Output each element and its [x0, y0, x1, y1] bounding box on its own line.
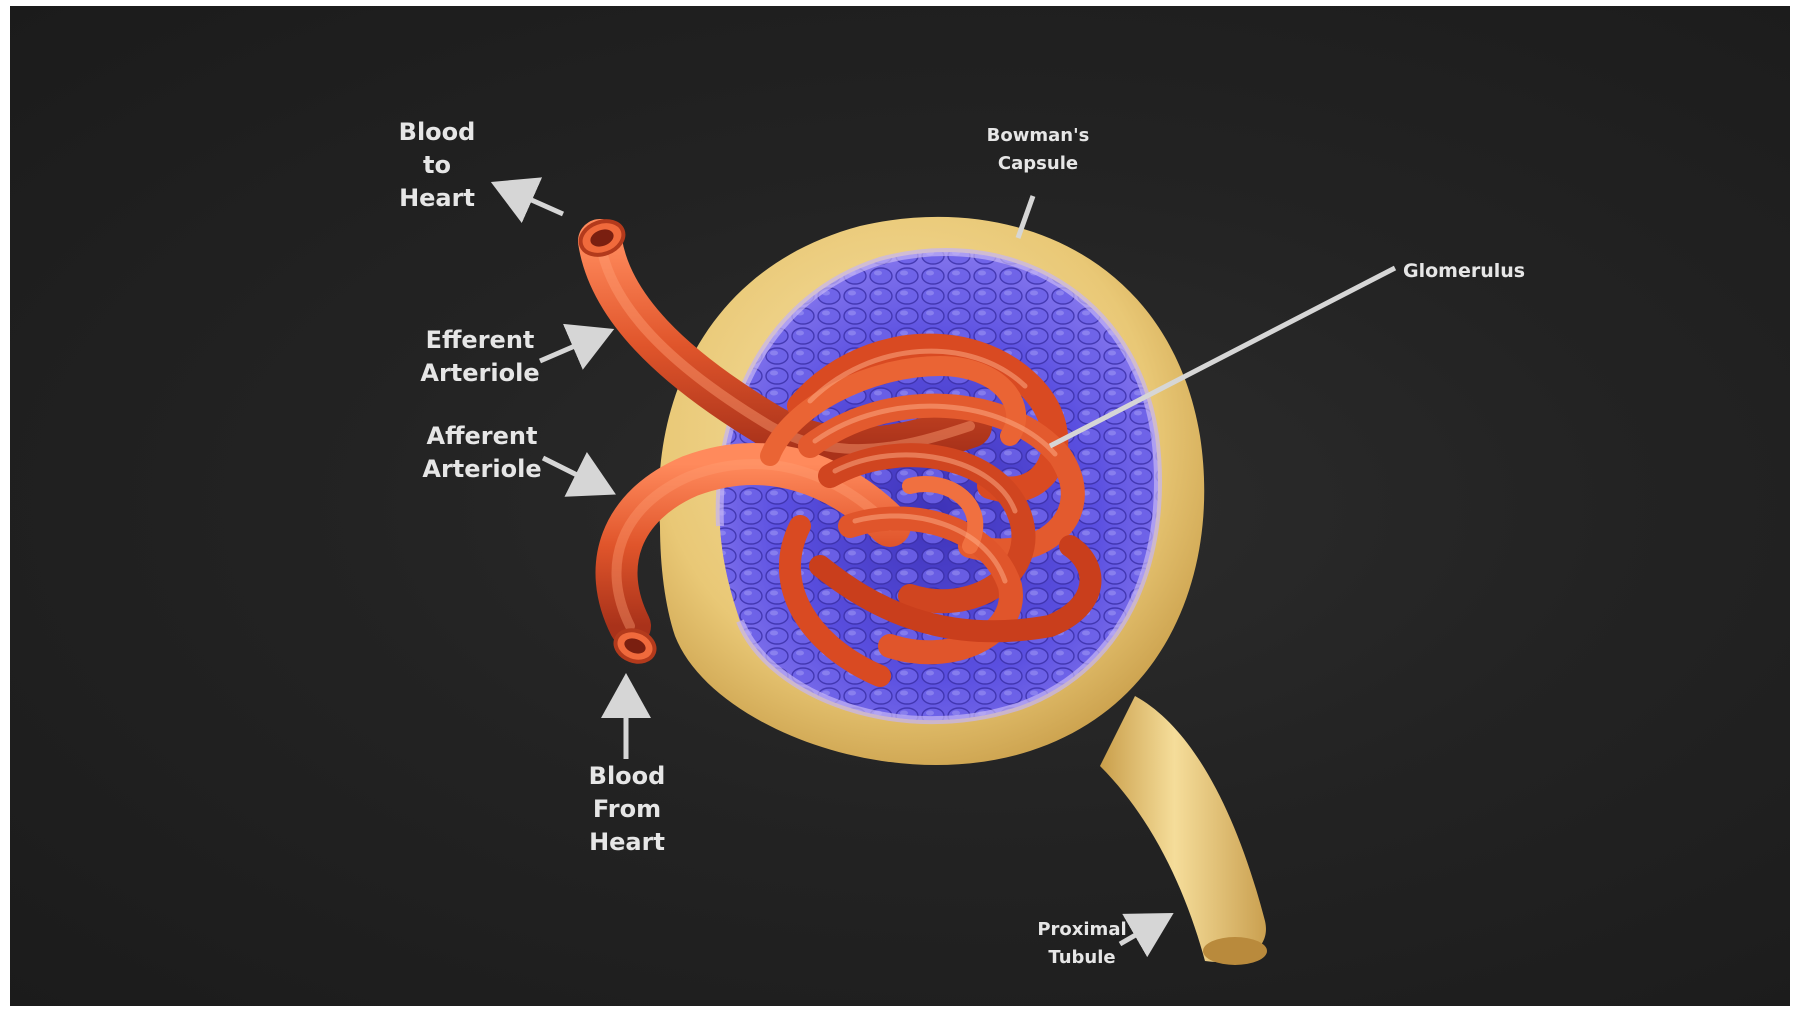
label-efferent-arteriole: Efferent Arteriole	[405, 324, 555, 390]
label-proximal-tubule: Proximal Tubule	[1022, 916, 1142, 972]
proximal-tubule-opening	[1203, 937, 1267, 965]
label-afferent-arteriole: Afferent Arteriole	[407, 420, 557, 486]
label-bowmans-capsule: Bowman's Capsule	[973, 122, 1103, 178]
label-blood-from-heart: Blood From Heart	[572, 760, 682, 859]
label-blood-to-heart: Blood to Heart	[382, 116, 492, 215]
label-glomerulus: Glomerulus	[1403, 258, 1533, 284]
arrow-blood-to-heart	[500, 186, 563, 214]
diagram-canvas: Blood to Heart Efferent Arteriole Affere…	[10, 6, 1790, 1006]
glomerulus-illustration	[10, 6, 1790, 1006]
